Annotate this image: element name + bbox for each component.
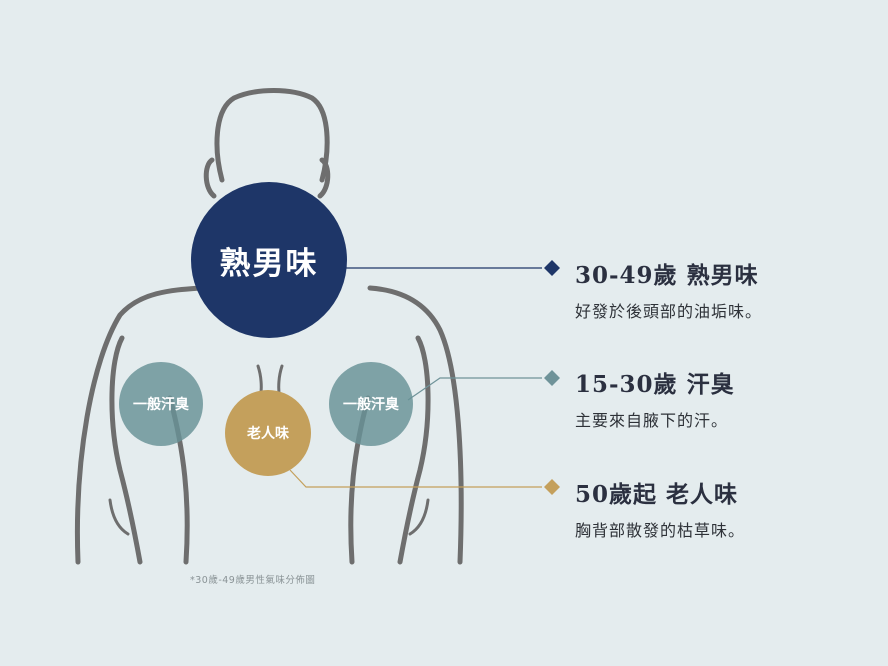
legend-entry-title: 50歲起 老人味 bbox=[575, 475, 745, 509]
legend-entry-description: 胸背部散發的枯草味。 bbox=[575, 517, 745, 541]
odor-zone-back: 老人味 bbox=[225, 390, 311, 476]
head-outline bbox=[217, 91, 327, 181]
odor-zone-right-armpit: 一般汗臭 bbox=[329, 362, 413, 446]
legend-entry: 50歲起 老人味 胸背部散發的枯草味。 bbox=[575, 475, 745, 541]
marker-diamond-main bbox=[544, 260, 560, 276]
hip-left bbox=[110, 500, 128, 534]
legend-entry-title: 15-30歲 汗臭 bbox=[575, 365, 735, 399]
left-ear-outline bbox=[206, 160, 214, 196]
legend-entry: 30-49歲 熟男味 好發於後頭部的油垢味。 bbox=[575, 256, 762, 322]
footnote: *30歲-49歲男性氣味分佈圖 bbox=[190, 572, 315, 586]
legend-entry-description: 好發於後頭部的油垢味。 bbox=[575, 298, 762, 322]
legend-entry-title: 30-49歲 熟男味 bbox=[575, 256, 762, 290]
odor-zone-main: 熟男味 bbox=[191, 182, 347, 338]
legend-entry: 15-30歲 汗臭 主要來自腋下的汗。 bbox=[575, 365, 735, 431]
odor-zone-left-armpit: 一般汗臭 bbox=[119, 362, 203, 446]
marker-diamond-teal bbox=[544, 370, 560, 386]
right-arm-outline bbox=[400, 338, 428, 562]
legend-entry-description: 主要來自腋下的汗。 bbox=[575, 407, 735, 431]
marker-diamond-gold bbox=[544, 479, 560, 495]
